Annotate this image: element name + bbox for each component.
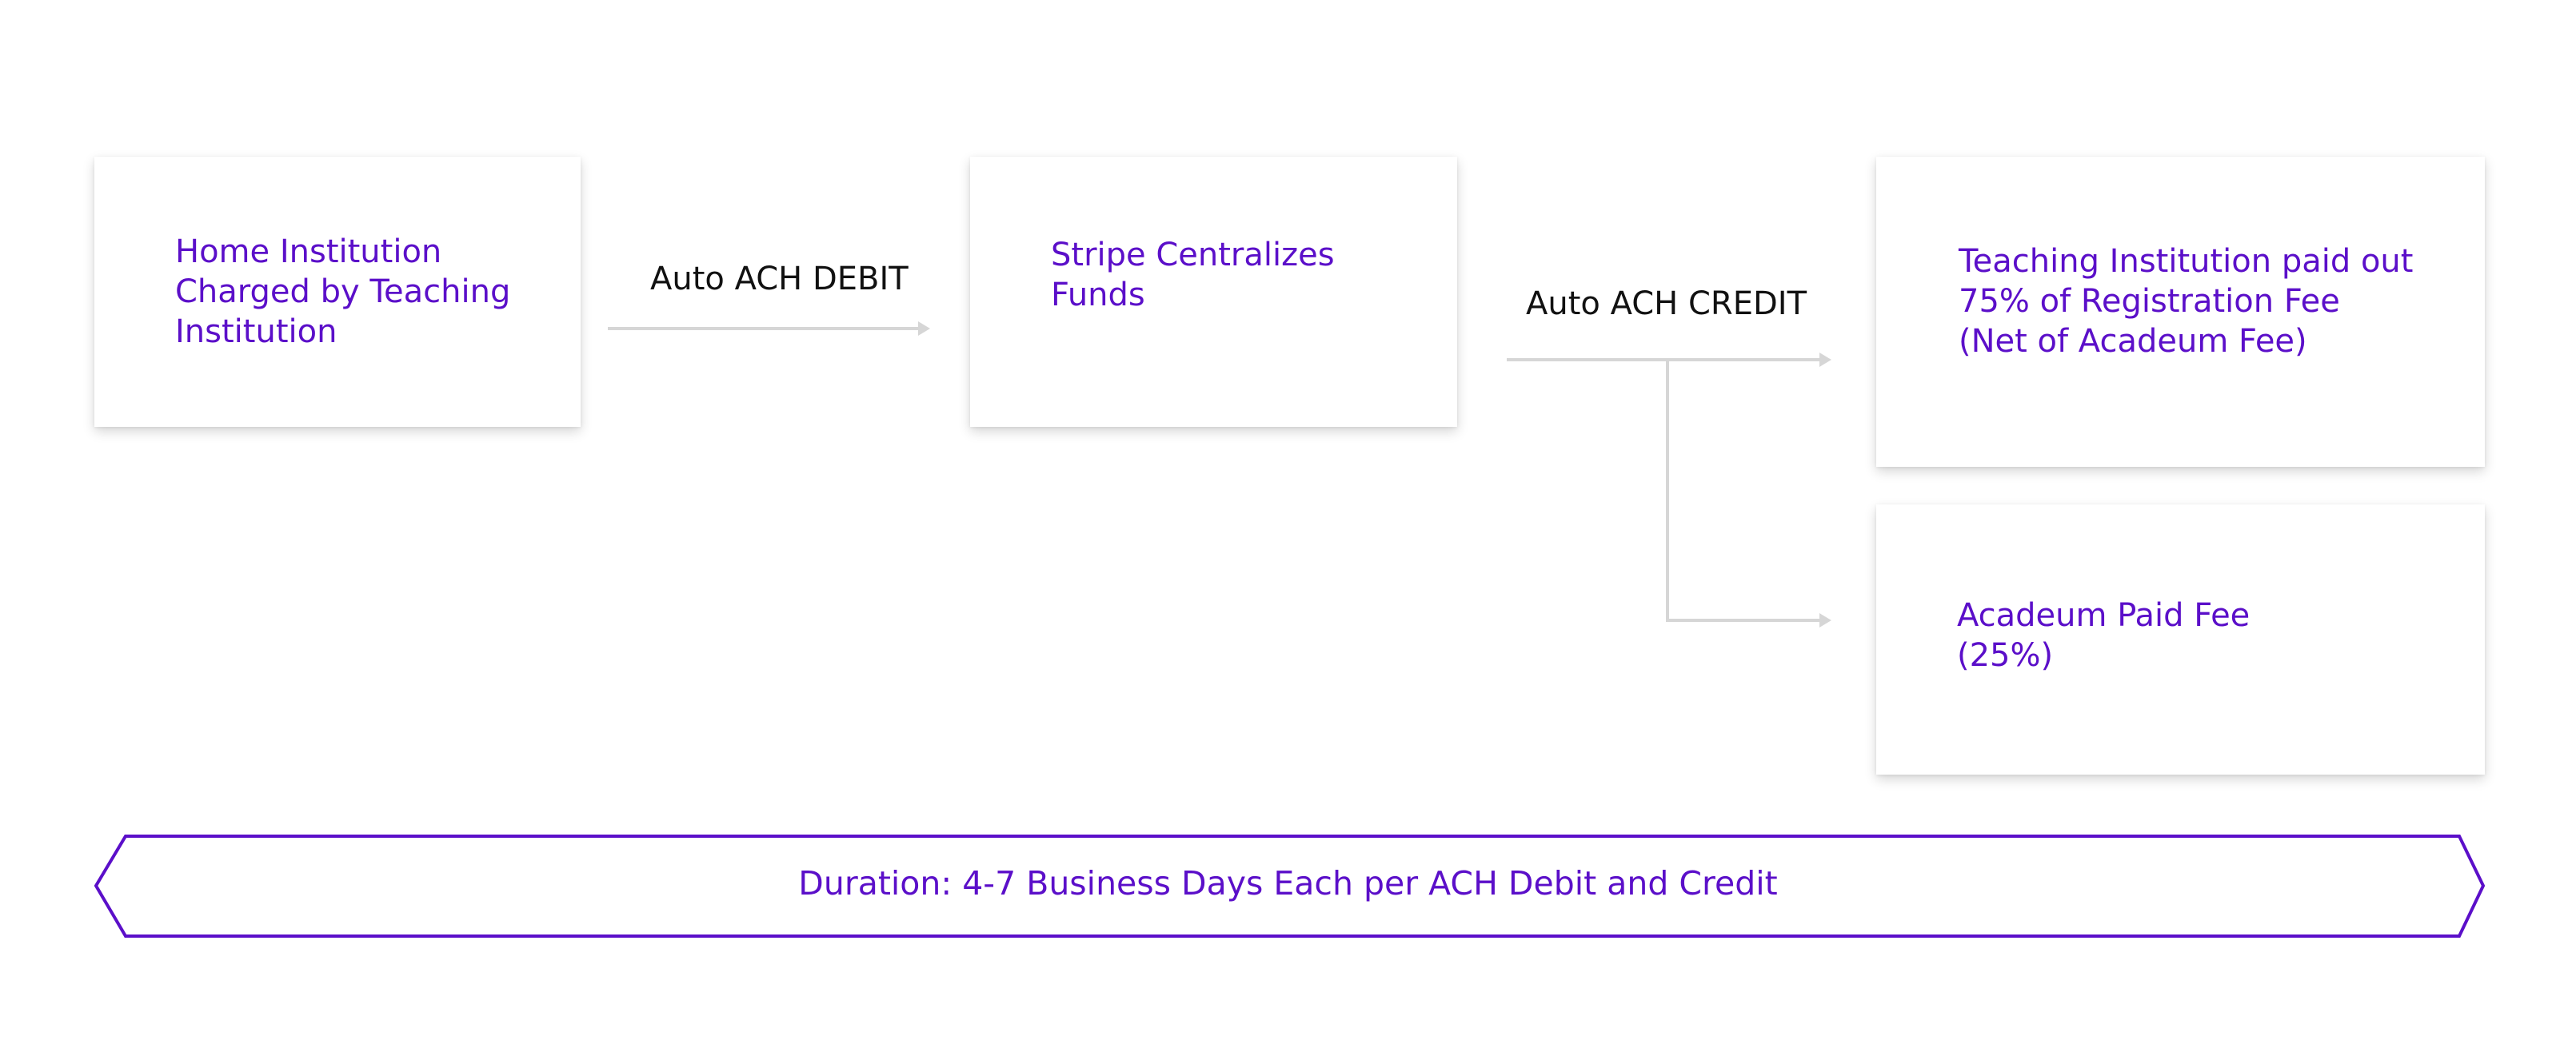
debit-arrow — [608, 321, 930, 336]
duration-banner-text: Duration: 4-7 Business Days Each per ACH… — [798, 864, 1778, 903]
credit-label: Auto ACH CREDIT — [1526, 285, 1807, 322]
stripe-label: Stripe Centralizes Funds — [1051, 237, 1335, 313]
debit-label: Auto ACH DEBIT — [650, 261, 909, 297]
credit-arrow-acadeum — [1666, 360, 1831, 628]
acadeum-fee-label: Acadeum Paid Fee (25%) — [1957, 597, 2251, 674]
home-institution-label: Home Institution Charged by Teaching Ins… — [175, 233, 511, 350]
teaching-institution-label: Teaching Institution paid out 75% of Reg… — [1959, 243, 2414, 360]
stripe-box — [970, 157, 1457, 427]
acadeum-fee-box — [1876, 504, 2485, 775]
teaching-institution-box — [1876, 157, 2485, 467]
home-institution-box — [94, 157, 581, 427]
credit-arrow-teaching — [1507, 353, 1831, 367]
